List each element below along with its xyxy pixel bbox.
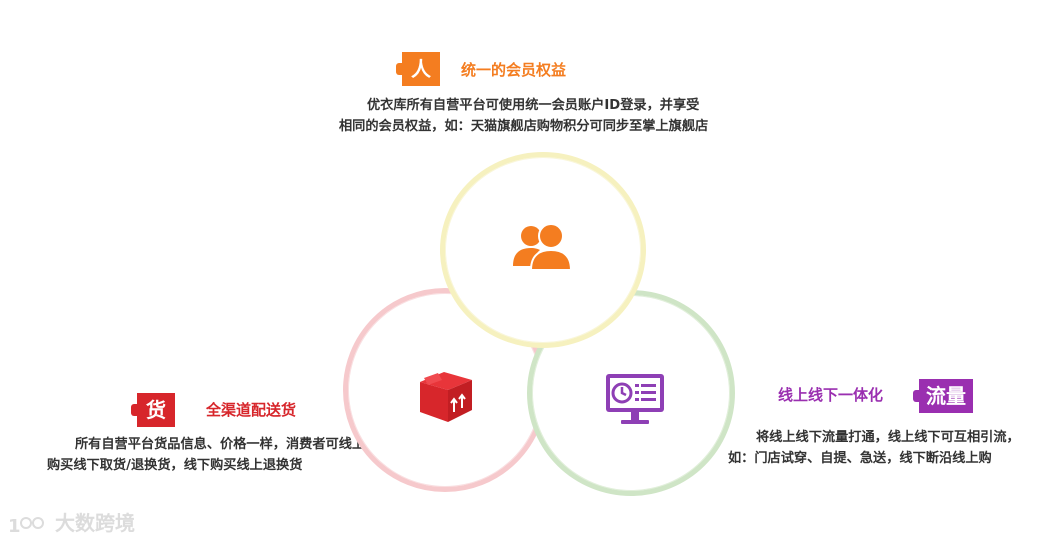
box-icon: [420, 372, 472, 422]
watermark: 1 大数跨境: [8, 507, 135, 537]
monitor-icon: [606, 374, 664, 424]
goods-heading: 全渠道配送货: [206, 401, 297, 419]
people-icon: [513, 223, 573, 271]
watermark-text: 大数跨境: [54, 511, 135, 535]
people-description: 优衣库所有自营平台可使用统一会员账户ID登录，并享受相同的会员权益，如：天猫旗舰…: [339, 95, 709, 137]
traffic-description-text: 将线上线下流量打通，线上线下可互相引流，如：门店试穿、自提、急送，线下断沿线上购: [728, 430, 1020, 466]
goods-description: 所有自营平台货品信息、价格一样，消费者可线上购买线下取货/退换货，线下购买线上退…: [47, 434, 367, 476]
people-tag-label: 人: [411, 57, 431, 81]
goods-tag-label: 货: [146, 398, 166, 422]
traffic-description: 将线上线下流量打通，线上线下可互相引流，如：门店试穿、自提、急送，线下断沿线上购: [728, 427, 1023, 469]
people-description-text: 优衣库所有自营平台可使用统一会员账户ID登录，并享受相同的会员权益，如：天猫旗舰…: [339, 98, 709, 134]
people-tag: 人: [396, 52, 440, 86]
traffic-heading: 线上线下一体化: [778, 386, 884, 404]
traffic-tag: 流量: [913, 379, 973, 413]
goods-description-text: 所有自营平台货品信息、价格一样，消费者可线上购买线下取货/退换货，线下购买线上退…: [47, 437, 366, 473]
people-heading: 统一的会员权益: [461, 61, 567, 79]
traffic-tag-label: 流量: [926, 384, 966, 408]
watermark-logo-icon: 1: [8, 516, 44, 537]
goods-tag: 货: [131, 393, 175, 427]
svg-text:1: 1: [8, 516, 21, 537]
